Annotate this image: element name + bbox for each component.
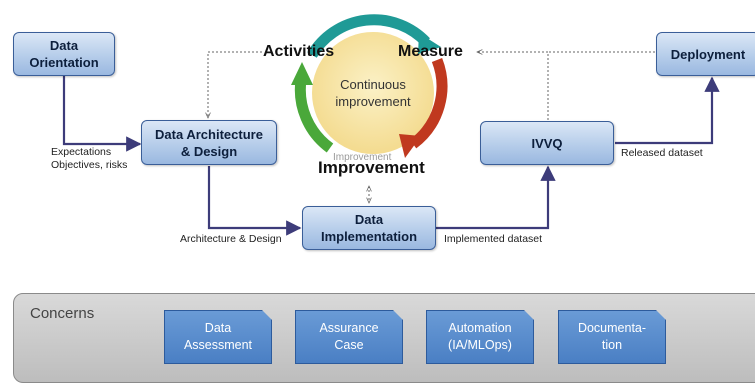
- concern-automation[interactable]: Automation (IA/MLOps): [426, 310, 534, 364]
- node-data-implementation[interactable]: Data Implementation: [302, 206, 436, 250]
- cycle-arrowhead-red: [399, 134, 421, 158]
- concerns-title: Concerns: [30, 305, 95, 322]
- cycle-arc-red: [409, 57, 448, 149]
- concern-documentation[interactable]: Documenta- tion: [558, 310, 666, 364]
- cycle-label-measure: Measure: [398, 43, 463, 60]
- edge-ivvq-to-deployment: [615, 76, 720, 145]
- node-data-orientation[interactable]: Data Orientation: [13, 32, 115, 76]
- edge-orientation-to-architecture: [62, 76, 142, 152]
- edge-implementation-to-ivvq: [436, 165, 556, 230]
- dotted-ivvq-to-measure: [477, 52, 549, 120]
- node-deployment-label: Deployment: [670, 46, 746, 62]
- concern-assurance-case[interactable]: Assurance Case: [295, 310, 403, 364]
- node-data-architecture-label: Data Architecture & Design: [155, 126, 263, 159]
- cycle-label-improvement: Improvement: [318, 158, 425, 177]
- concern-data-assessment[interactable]: Data Assessment: [164, 310, 272, 364]
- diagram-connectors: [62, 14, 720, 236]
- cycle-label-activities: Activities: [263, 43, 335, 60]
- cycle-center-text: Continuous improvement: [335, 77, 411, 109]
- node-data-implementation-label: Data Implementation: [320, 212, 418, 244]
- cycle-arrowhead-teal: [418, 33, 441, 54]
- edge-label-expectations: Expectations Objectives, risks: [51, 146, 128, 171]
- node-deployment[interactable]: Deployment: [656, 32, 755, 76]
- edge-architecture-to-implementation: [207, 166, 302, 236]
- edge-label-released-dataset: Released dataset: [621, 147, 703, 159]
- edge-label-architecture-design: Architecture & Design: [180, 233, 282, 245]
- cycle-arc-teal: [307, 14, 430, 58]
- process-diagram: Data Orientation Data Architecture & Des…: [13, 14, 755, 383]
- cycle-label-improvement-ghost: Improvement: [333, 152, 392, 163]
- edge-label-implemented-dataset: Implemented dataset: [444, 233, 543, 245]
- node-ivvq-label: IVVQ: [531, 135, 563, 151]
- cycle-disc: [312, 32, 434, 154]
- dotted-activities-to-architecture: [208, 51, 262, 118]
- cycle-arc-green: [294, 79, 334, 153]
- node-ivvq[interactable]: IVVQ: [480, 121, 614, 165]
- cycle-arrowhead-green: [291, 62, 313, 85]
- node-data-orientation-label: Data Orientation: [29, 38, 99, 70]
- node-data-architecture[interactable]: Data Architecture & Design: [141, 120, 277, 165]
